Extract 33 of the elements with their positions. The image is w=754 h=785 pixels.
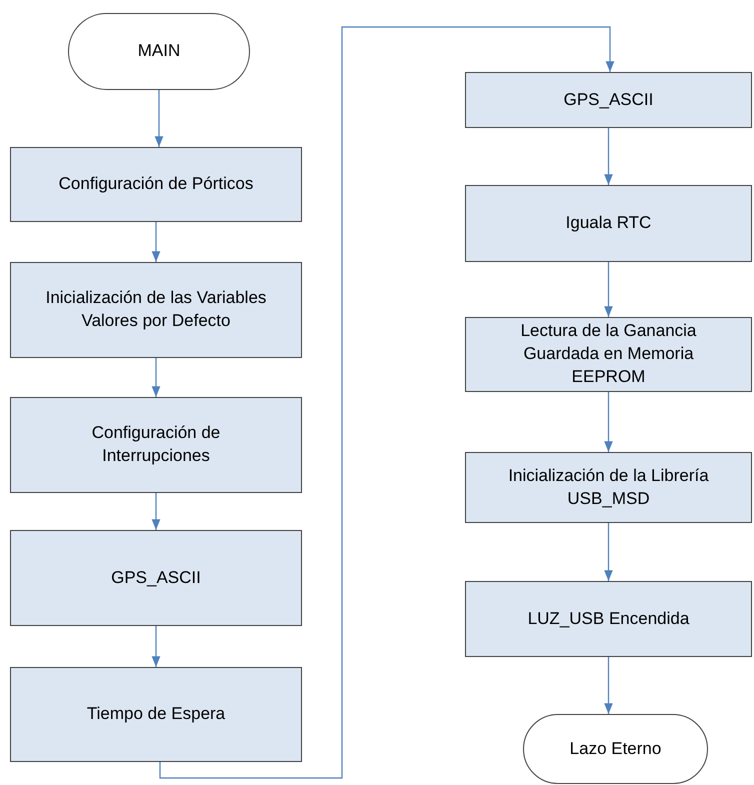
node-label: MAIN xyxy=(138,40,180,62)
node-label: GPS_ASCII xyxy=(111,566,201,589)
arrow xyxy=(604,262,613,317)
arrow xyxy=(152,493,160,530)
arrow xyxy=(152,222,160,262)
process-box xyxy=(465,72,752,128)
node-label: Configuración de Interrupciones xyxy=(90,422,222,467)
arrow xyxy=(152,358,160,397)
process-box xyxy=(10,530,302,626)
process-box xyxy=(10,262,302,358)
arrow xyxy=(604,392,613,452)
node-label: Inicialización de la Librería USB_MSD xyxy=(507,464,710,510)
process-box xyxy=(465,317,752,392)
node-label: Lectura de la Ganancia Guardada en Memoria EEPROM xyxy=(520,320,698,388)
process-box xyxy=(465,452,752,523)
arrow xyxy=(604,657,613,714)
node-label: LUZ_USB Encendida xyxy=(528,608,690,630)
arrow xyxy=(604,523,613,581)
process-box xyxy=(10,397,302,493)
node-label: GPS_ASCII xyxy=(564,88,654,111)
node-label: Tiempo de Espera xyxy=(86,703,226,726)
process-box xyxy=(465,185,752,262)
arrow xyxy=(154,90,164,147)
node-label: Inicialización de las Variables Valores por Defecto xyxy=(44,287,268,332)
process-box xyxy=(465,581,752,657)
process-box xyxy=(10,147,302,222)
arrow xyxy=(152,626,160,667)
process-box xyxy=(10,667,302,762)
node-label: Configuración de Pórticos xyxy=(58,173,254,196)
node-label: Lazo Eterno xyxy=(570,738,662,760)
arrow xyxy=(604,128,613,185)
node-label: Iguala RTC xyxy=(566,212,652,234)
arrow xyxy=(159,26,614,779)
